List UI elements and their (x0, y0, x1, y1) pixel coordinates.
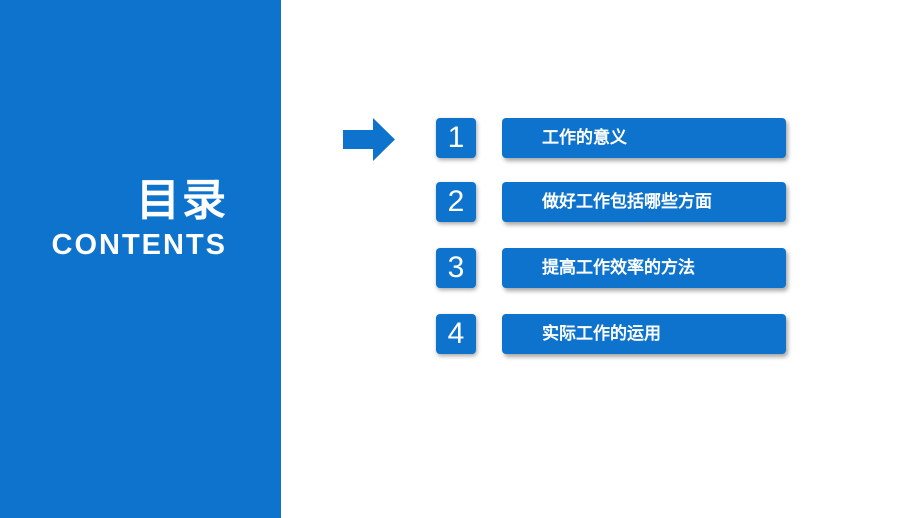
toc-item-label: 工作的意义 (502, 118, 786, 158)
toc-item-number: 1 (436, 118, 476, 158)
title-english: CONTENTS (51, 229, 227, 261)
title-chinese: 目录 (136, 175, 228, 226)
toc-item-label: 提高工作效率的方法 (502, 248, 786, 288)
toc-item-4[interactable]: 4 实际工作的运用 (436, 314, 788, 354)
toc-item-number: 2 (436, 182, 476, 222)
left-panel: 目录 CONTENTS (0, 0, 281, 518)
right-arrow-icon (343, 118, 395, 161)
toc-item-label: 实际工作的运用 (502, 314, 786, 354)
toc-item-number: 4 (436, 314, 476, 354)
toc-item-label: 做好工作包括哪些方面 (502, 182, 786, 222)
toc-item-1[interactable]: 1 工作的意义 (436, 118, 788, 158)
toc-item-3[interactable]: 3 提高工作效率的方法 (436, 248, 788, 288)
toc-item-number: 3 (436, 248, 476, 288)
toc-item-2[interactable]: 2 做好工作包括哪些方面 (436, 182, 788, 222)
